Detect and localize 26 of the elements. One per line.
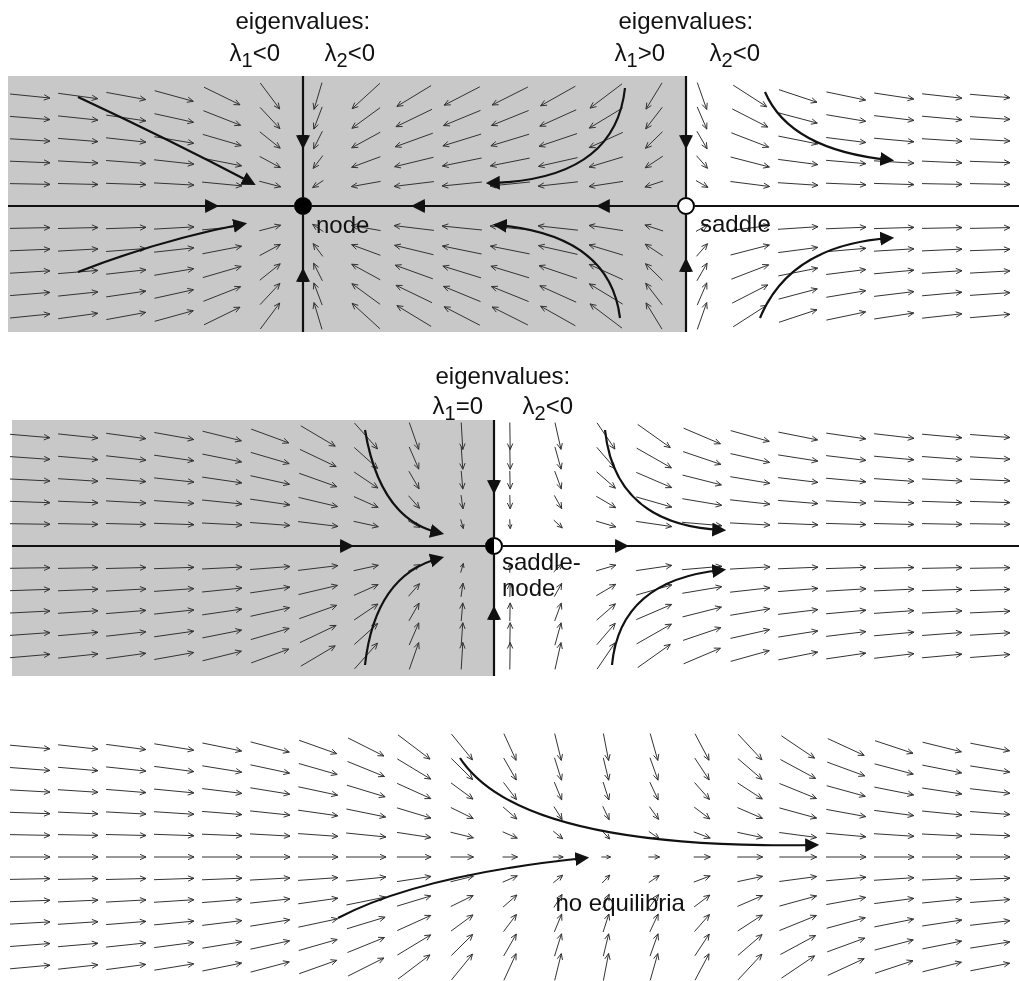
equilibrium-label: node: [316, 212, 370, 238]
eigenvalue-label: λ$_{1}$>0: [614, 40, 665, 73]
saddle-node-point: [485, 537, 503, 555]
trajectory-arrow: [296, 215, 310, 332]
trajectory-arrow: [312, 199, 677, 213]
trajectory-arrow: [12, 539, 485, 553]
eigenvalue-heading: eigenvalues:: [618, 8, 754, 34]
eigenvalue-label: λ$_{2}$<0: [324, 40, 375, 73]
eigenvalue-label: λ$_{1}$=0: [432, 393, 483, 426]
trajectory-arrow: [8, 199, 294, 213]
trajectory-arrow: [679, 215, 693, 332]
saddle-point: [677, 197, 695, 215]
equilibrium-label: saddle-node: [502, 549, 582, 601]
eigenvalue-heading: eigenvalues:: [435, 363, 571, 389]
eigenvalue-heading: eigenvalues:: [235, 8, 371, 34]
trajectory-arrow: [296, 76, 310, 197]
region-label: no equilibria: [555, 890, 685, 916]
trajectory-arrow: [679, 76, 693, 197]
eigenvalue-label: λ$_{1}$<0: [229, 40, 280, 73]
trajectory-arrow: [503, 539, 1019, 553]
eigenvalue-label: λ$_{2}$<0: [522, 393, 573, 426]
trajectory-line: [695, 204, 1019, 208]
eigenvalue-label: λ$_{2}$<0: [709, 40, 760, 73]
equilibrium-label: saddle: [700, 211, 771, 237]
trajectory-arrow: [487, 420, 501, 537]
trajectory-arrow: [487, 555, 501, 676]
